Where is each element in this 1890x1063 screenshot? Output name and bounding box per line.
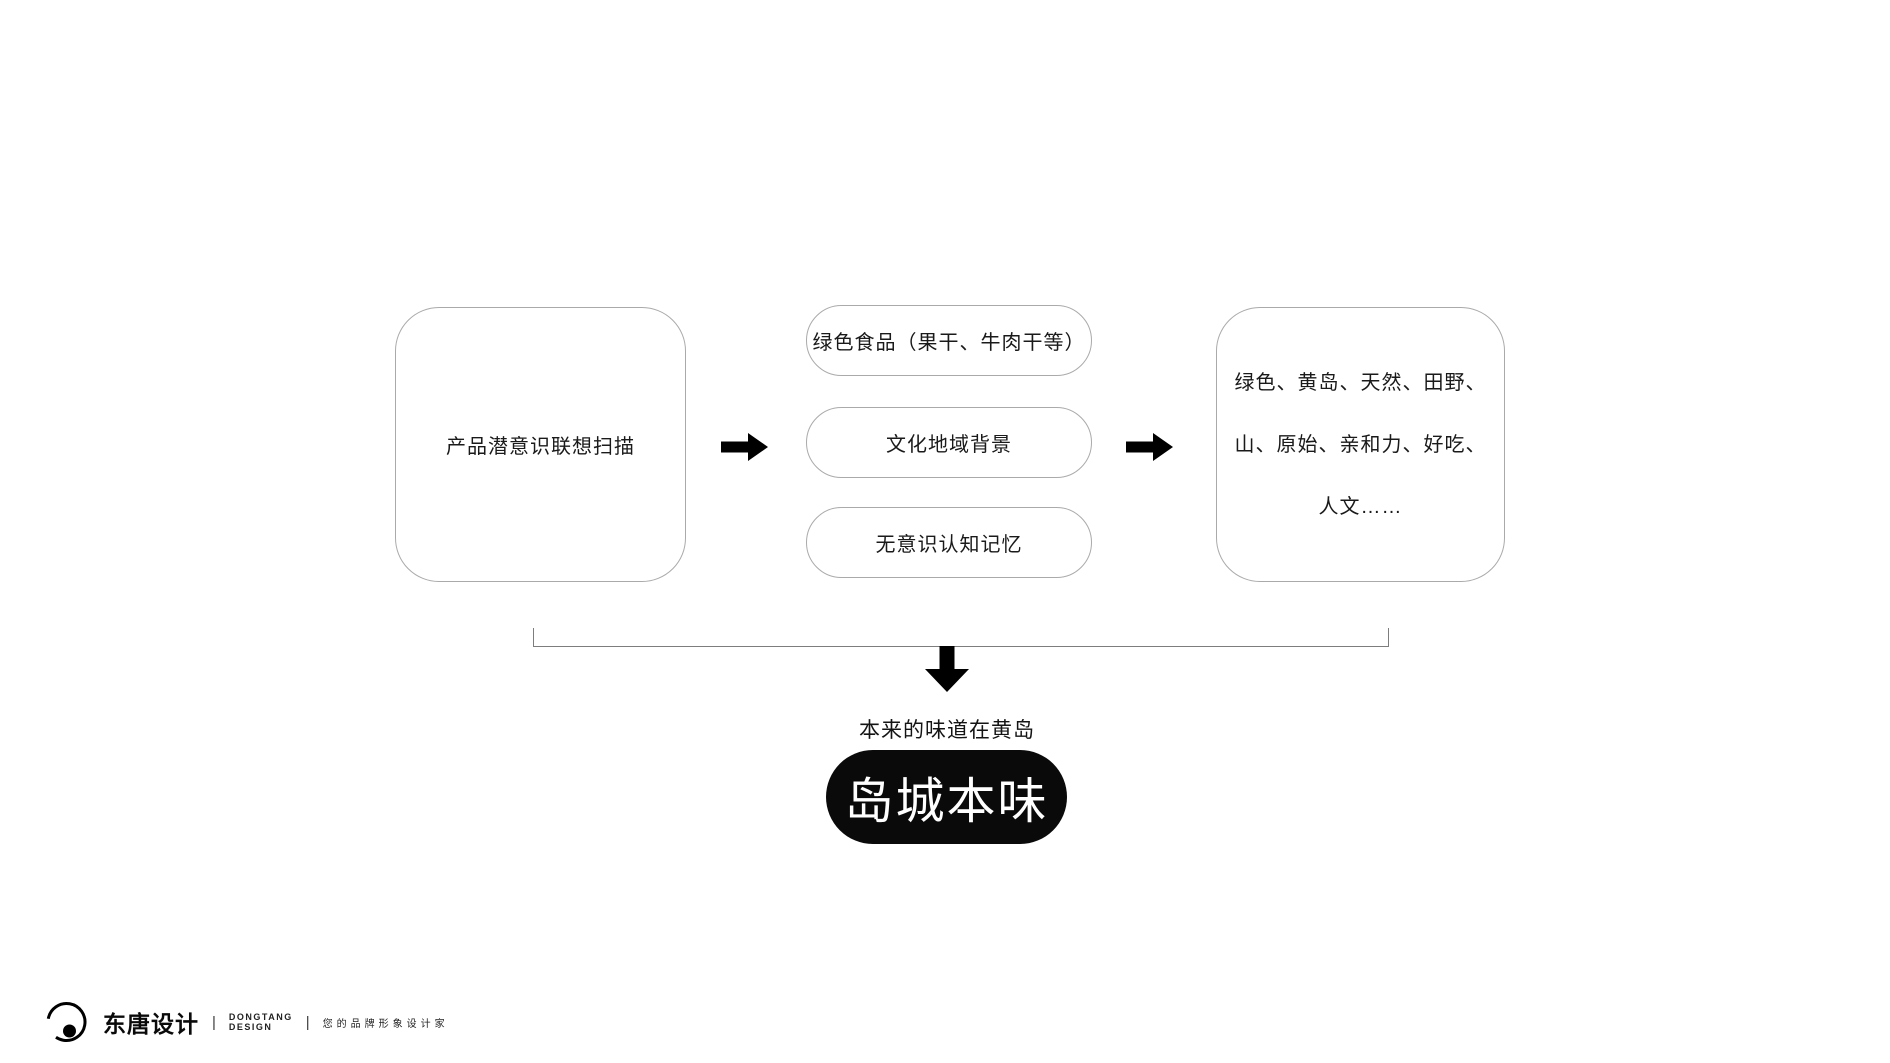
brand-name-en: DONGTANG DESIGN [229,1012,293,1032]
pill-label: 绿色食品（果干、牛肉干等） [812,332,1086,354]
footer-divider: | [305,1013,310,1031]
diagram-node-keywords: 绿色、黄岛、天然、田野、 山、原始、亲和力、好吃、 人文…… [1216,307,1505,582]
brand-tagline: 您的品牌形象设计家 [322,1018,449,1030]
diagram-node-culture-region: 文化地域背景 [806,407,1092,478]
pill-label: 文化地域背景 [886,434,1012,456]
keywords-line: 绿色、黄岛、天然、田野、 [1234,371,1487,394]
brand-name-cn: 东唐设计 [103,1011,199,1037]
arrow-right-icon [721,432,769,462]
source-node-label: 产品潜意识联想扫描 [446,436,635,458]
diagram-node-source: 产品潜意识联想扫描 [395,307,686,582]
conclusion-pill-label: 岛城本味 [844,774,1049,829]
brand-name-en-line1: DONGTANG [228,1012,293,1022]
arrow-down-icon [925,646,969,692]
conclusion-pill: 岛城本味 [826,750,1067,844]
brand-name-en-line2: DESIGN [228,1022,273,1032]
brand-logo-icon [46,1001,87,1042]
diagram-node-green-food: 绿色食品（果干、牛肉干等） [806,305,1092,376]
merge-bracket [533,628,1389,647]
diagram-node-unconscious-memory: 无意识认知记忆 [806,507,1092,578]
pill-label: 无意识认知记忆 [875,534,1023,556]
footer-divider: | [212,1013,216,1031]
keywords-line: 人文…… [1318,495,1403,518]
conclusion-caption: 本来的味道在黄岛 [859,719,1035,742]
footer-brand: 东唐设计 | DONGTANG DESIGN | 您的品牌形象设计家 [44,1000,449,1044]
keywords-line: 山、原始、亲和力、好吃、 [1234,433,1487,456]
arrow-right-icon [1126,432,1174,462]
